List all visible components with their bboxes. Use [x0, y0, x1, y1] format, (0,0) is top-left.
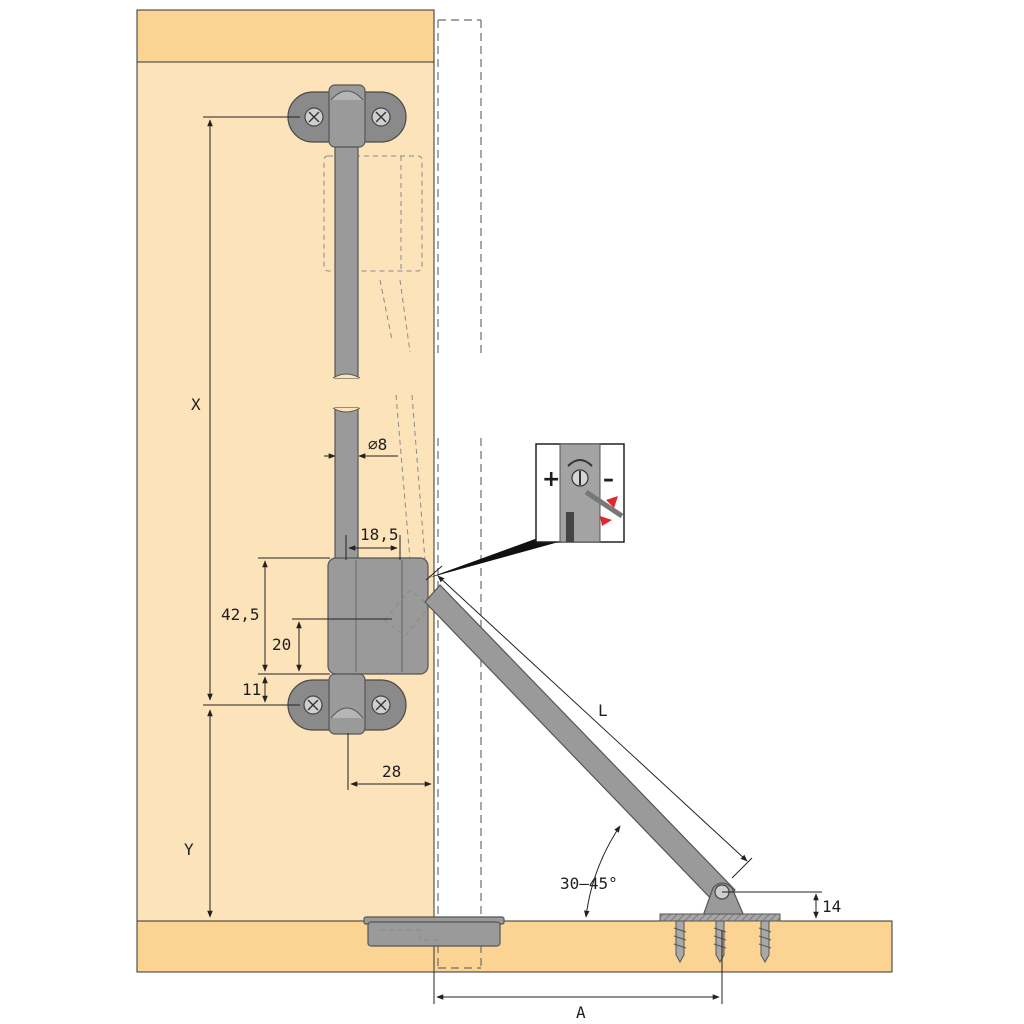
label-18-5: 18,5: [360, 525, 399, 544]
adjustment-arrow-icon: [600, 496, 618, 526]
label-28: 28: [382, 762, 401, 781]
screw-icon: [303, 695, 323, 715]
label-y: Y: [184, 840, 194, 859]
dimension-y: Y: [184, 709, 213, 918]
mechanism-ghost: [323, 155, 426, 561]
detail-inset: + –: [428, 443, 625, 578]
label-diameter: ⌀8: [368, 435, 387, 454]
floor-bracket: [659, 882, 781, 964]
minus-symbol: –: [603, 467, 614, 492]
plus-symbol: +: [542, 467, 560, 492]
label-angle: 30–45°: [560, 874, 618, 893]
top-panel: [136, 9, 435, 63]
dimension-a: A: [433, 930, 723, 1022]
mechanism-housing: [327, 557, 431, 675]
dimension-x: X: [191, 116, 300, 706]
catch-plate: [363, 916, 505, 947]
label-a: A: [576, 1003, 586, 1022]
label-x: X: [191, 395, 201, 414]
adjustment-screw-icon: [567, 459, 593, 487]
bottom-mounting-bracket: [287, 673, 407, 735]
dimension-14: 14: [722, 891, 841, 919]
label-20: 20: [272, 635, 291, 654]
dimension-diameter: ⌀8: [324, 435, 398, 459]
label-14: 14: [822, 897, 841, 916]
dimension-l: L: [425, 565, 753, 879]
dimension-18-5: 18,5: [345, 525, 401, 560]
dimension-42-5: 42,5: [221, 557, 330, 675]
wood-screw-icon: [673, 920, 687, 964]
dimension-angle: 30–45°: [560, 825, 621, 918]
screw-icon: [304, 107, 324, 127]
wood-screw-icon: [758, 920, 772, 964]
top-mounting-bracket: [287, 84, 407, 148]
side-panel: [136, 61, 435, 923]
door-outline: [437, 19, 482, 969]
label-l: L: [598, 701, 608, 720]
dimension-28: 28: [347, 733, 435, 790]
screw-icon: [371, 107, 391, 127]
piston-rod: [334, 141, 359, 379]
label-11: 11: [242, 680, 261, 699]
stay-arm: [424, 584, 736, 907]
dimension-11: 11: [242, 676, 268, 703]
dimension-20: 20: [272, 618, 392, 672]
label-42-5: 42,5: [221, 605, 260, 624]
screw-icon: [371, 695, 391, 715]
